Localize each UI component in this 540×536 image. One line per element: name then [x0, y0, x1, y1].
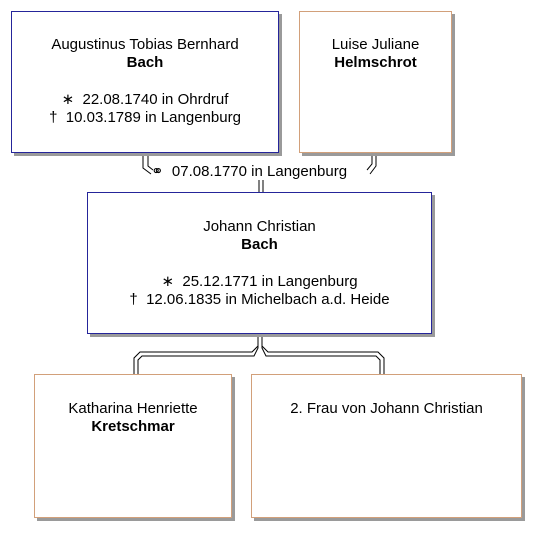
father-birth: ∗ 22.08.1740 in Ohrdruf: [61, 91, 229, 108]
subject-surname: Bach: [241, 236, 278, 253]
father-death: † 10.03.1789 in Langenburg: [49, 109, 241, 126]
spouse2-card[interactable]: 2. Frau von Johann Christian: [251, 374, 522, 518]
subject-birth: ∗ 25.12.1771 in Langenburg: [161, 273, 358, 290]
birth-symbol-icon: ∗: [61, 91, 75, 108]
father-given-name: Augustinus Tobias Bernhard: [51, 36, 239, 53]
subject-death: † 12.06.1835 in Michelbach a.d. Heide: [129, 291, 390, 308]
father-card[interactable]: Augustinus Tobias Bernhard Bach ∗ 22.08.…: [11, 11, 279, 153]
death-cross-icon: †: [49, 109, 58, 126]
birth-symbol-icon: ∗: [161, 273, 175, 290]
marriage-info: ⚭ 07.08.1770 in Langenburg: [151, 162, 347, 181]
subject-given-name: Johann Christian: [203, 218, 316, 235]
subject-card[interactable]: Johann Christian Bach ∗ 25.12.1771 in La…: [87, 192, 432, 334]
marriage-text: 07.08.1770 in Langenburg: [171, 163, 348, 180]
mother-given-name: Luise Juliane: [331, 36, 420, 53]
mother-card[interactable]: Luise Juliane Helmschrot: [299, 11, 452, 153]
spouse1-surname: Kretschmar: [91, 418, 175, 435]
father-surname: Bach: [126, 54, 164, 71]
spouse1-card[interactable]: Katharina Henriette Kretschmar: [34, 374, 232, 518]
death-cross-icon: †: [129, 291, 138, 308]
mother-surname: Helmschrot: [334, 54, 417, 71]
spouse2-label: 2. Frau von Johann Christian: [290, 400, 483, 417]
spouse1-given-name: Katharina Henriette: [68, 400, 198, 417]
marriage-rings-icon: ⚭: [151, 162, 164, 180]
